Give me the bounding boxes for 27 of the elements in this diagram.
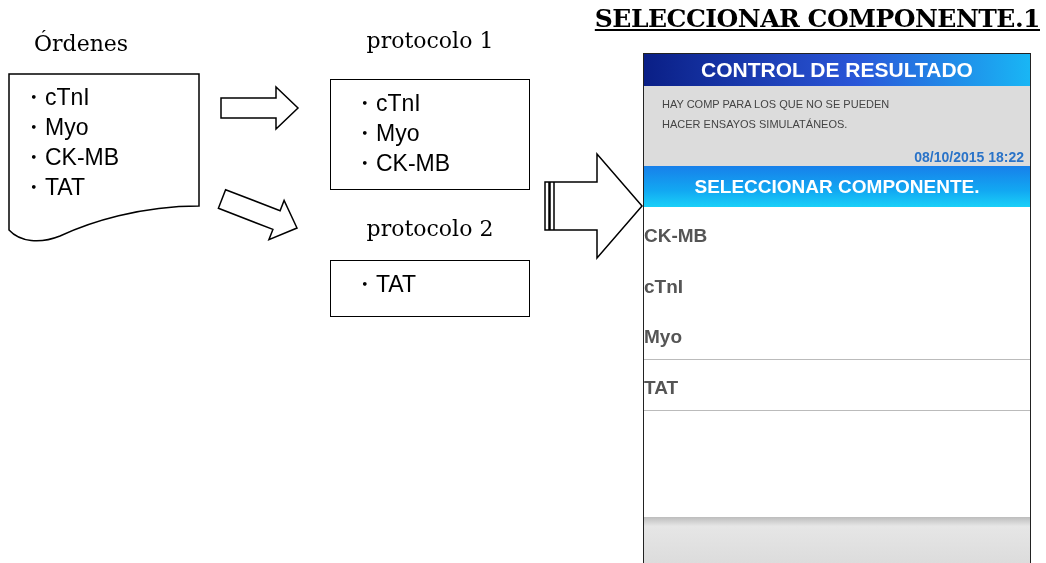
list-item: ・Myo bbox=[22, 113, 90, 142]
list-item: ・TAT bbox=[353, 270, 418, 299]
heading: protocolo 2 bbox=[365, 216, 495, 241]
heading: protocolo 1 bbox=[365, 28, 495, 53]
list-option: TAT bbox=[644, 377, 679, 399]
block-arrow bbox=[220, 85, 300, 131]
list-option: CK-MB bbox=[644, 224, 708, 247]
list-item: ・CK-MB bbox=[353, 149, 452, 178]
list-item: ・Myo bbox=[353, 119, 421, 148]
page-title: SELECCIONAR COMPONENTE.1 bbox=[594, 4, 1040, 33]
heading: Órdenes bbox=[33, 31, 130, 56]
message-text: HAY COMP PARA LOS QUE NO SE PUEDEN HACER ENSAYOS SIMULATÁNEOS. bbox=[662, 97, 891, 132]
device-screen bbox=[643, 53, 1031, 563]
protocol-node bbox=[330, 28, 530, 192]
date-time: 08/10/2015 18:22 bbox=[914, 149, 1024, 165]
screen-title: CONTROL DE RESULTADO bbox=[644, 54, 1030, 86]
document-node bbox=[8, 28, 200, 243]
section-header: SELECCIONAR COMPONENTE. bbox=[644, 166, 1030, 207]
block-arrow bbox=[544, 152, 643, 260]
protocol-node bbox=[330, 216, 530, 319]
list-item: ・cTnI bbox=[22, 83, 91, 112]
list-option: Myo bbox=[644, 326, 682, 348]
list-item: ・cTnI bbox=[353, 89, 422, 118]
list-item: ・TAT bbox=[22, 173, 87, 202]
list-item: ・CK-MB bbox=[22, 143, 121, 172]
list-option: cTnI bbox=[644, 275, 684, 298]
block-arrow bbox=[217, 188, 298, 242]
